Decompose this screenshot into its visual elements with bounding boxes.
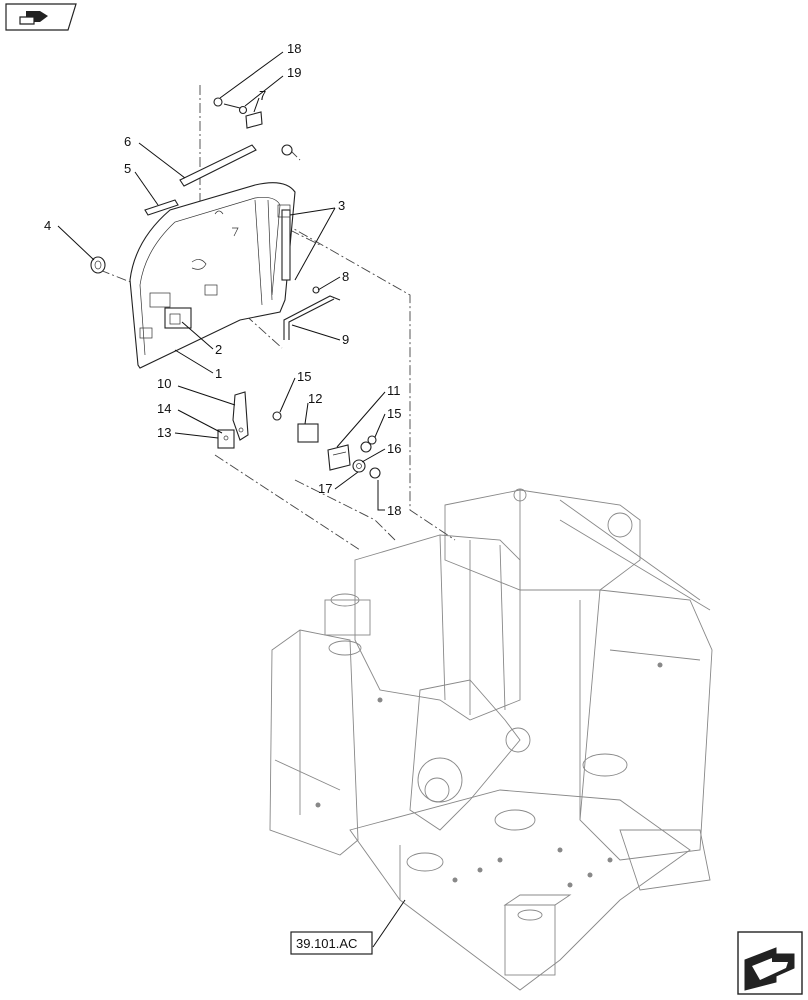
callout-11: 11: [387, 383, 401, 398]
leader-lines: [57, 51, 406, 948]
fastener-part-4: [90, 256, 106, 274]
callout-8: 8: [342, 269, 349, 284]
next-page-arrow-icon[interactable]: [737, 931, 803, 995]
callouts: 18 19 7 6 5 3 4 8 9 2 1 10 15 12 11 14 1…: [44, 41, 401, 518]
callout-14: 14: [157, 401, 171, 416]
callout-10: 10: [157, 376, 171, 391]
nav-back-icon[interactable]: [5, 3, 77, 31]
callout-6: 6: [124, 134, 131, 149]
bracket-part-11: [327, 444, 351, 471]
callout-12: 12: [308, 391, 322, 406]
callout-16: 16: [387, 441, 401, 456]
callout-17: 17: [318, 481, 332, 496]
decal-part-7: [245, 111, 263, 129]
rail-part-3: [277, 204, 291, 281]
rod-part-8-9: [283, 286, 341, 340]
seal-strip-part-5: [144, 199, 179, 216]
callout-18: 18: [287, 41, 301, 56]
callout-1: 1: [215, 366, 222, 381]
reference-link[interactable]: 39.101.AC: [290, 931, 373, 955]
callout-19: 19: [287, 65, 301, 80]
block-part-12: [297, 423, 319, 443]
callout-18b: 18: [387, 503, 401, 518]
callout-13: 13: [157, 425, 171, 440]
screw-part-18-19: [213, 97, 293, 156]
callout-7: 7: [259, 88, 266, 103]
callout-15: 15: [297, 369, 311, 384]
washer-part-16-17-18: [352, 441, 381, 479]
reference-label: 39.101.AC: [296, 936, 357, 951]
plate-part-13-14: [217, 429, 235, 449]
callout-9: 9: [342, 332, 349, 347]
callout-4: 4: [44, 218, 51, 233]
machine-frame-drawing: [269, 488, 713, 991]
callout-3: 3: [338, 198, 345, 213]
bolt-part-15: [272, 411, 377, 445]
seal-strip-part-6: [179, 144, 257, 187]
latch-part-2: [164, 307, 192, 329]
callout-2: 2: [215, 342, 222, 357]
bracket-part-10: [232, 391, 249, 441]
callout-5: 5: [124, 161, 131, 176]
callout-15b: 15: [387, 406, 401, 421]
